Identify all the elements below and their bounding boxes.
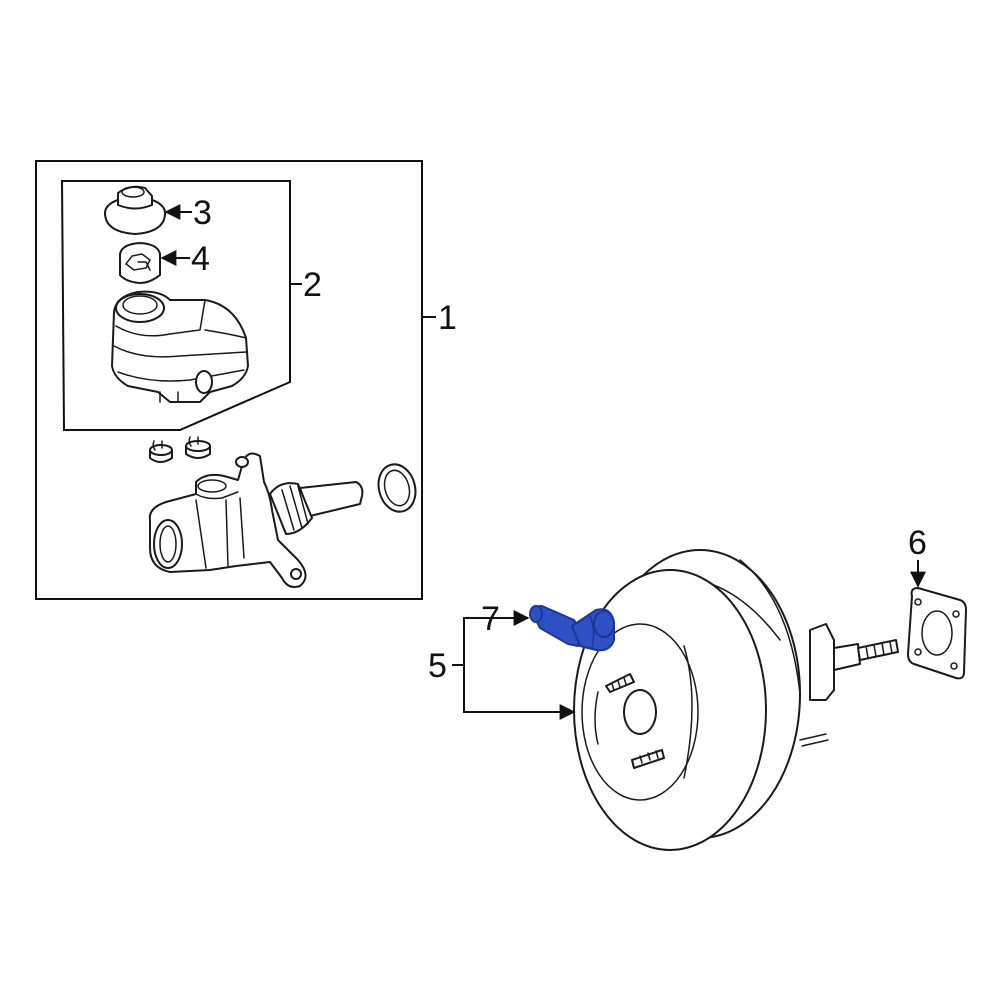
vacuum-check-valve[interactable] — [529, 605, 615, 652]
callout-7[interactable]: 7 — [481, 600, 500, 638]
grommet-left[interactable] — [149, 440, 173, 463]
reservoir-box-2 — [60, 180, 291, 431]
booster-gasket[interactable] — [907, 587, 967, 680]
o-ring[interactable] — [373, 460, 420, 516]
brake-booster[interactable] — [573, 549, 899, 851]
master-cylinder[interactable] — [148, 452, 364, 588]
reservoir-cap[interactable] — [104, 185, 166, 235]
grommet-right[interactable] — [185, 436, 211, 459]
callout-5[interactable]: 5 — [428, 647, 447, 685]
callout-3[interactable]: 3 — [193, 194, 212, 232]
callout-2[interactable]: 2 — [303, 266, 322, 304]
reservoir-tank[interactable] — [111, 290, 249, 403]
callout-4[interactable]: 4 — [191, 240, 210, 278]
assembly-box-1 — [35, 160, 423, 600]
callout-1[interactable]: 1 — [438, 299, 457, 337]
reservoir-strainer[interactable] — [119, 242, 161, 284]
callout-6[interactable]: 6 — [908, 524, 927, 562]
